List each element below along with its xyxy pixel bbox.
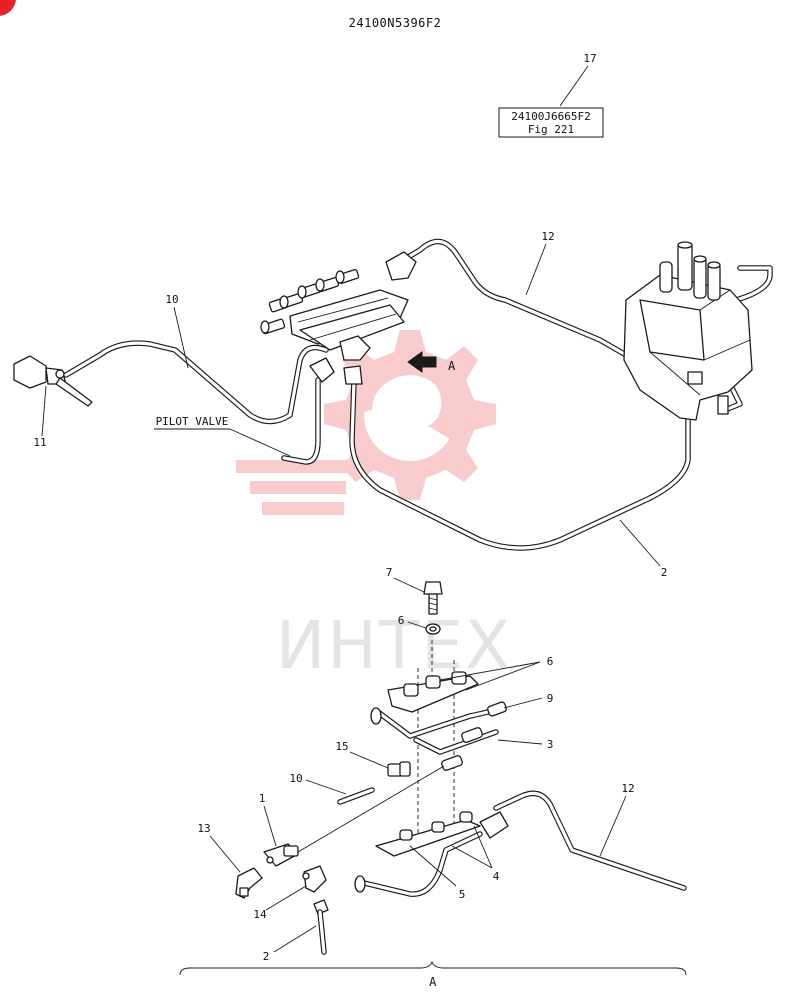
callout-10-bottom: 10 (289, 772, 302, 785)
leader-4a (473, 825, 493, 869)
callout-13: 13 (197, 822, 210, 835)
tube-2-bottom[interactable] (313, 899, 329, 955)
tube-sleeve (441, 755, 463, 771)
elbow-13[interactable] (235, 867, 263, 899)
watermark-stripe-3 (262, 502, 344, 515)
callout-6-washer: 6 (398, 614, 405, 627)
leader-13 (209, 835, 241, 873)
detail-bracket (179, 960, 687, 976)
clamp-plate-lower[interactable] (375, 811, 481, 857)
watermark-text: ИНТЕХ (276, 607, 512, 684)
reference-box[interactable]: 24100J6665F2 Fig 221 (498, 107, 604, 138)
callout-15: 15 (335, 740, 348, 753)
leader-pilot-valve (229, 428, 291, 457)
adaptor-15[interactable] (387, 761, 411, 777)
drawing-number: 24100N5396F2 (349, 16, 442, 30)
tee-fitting-1[interactable] (263, 765, 445, 867)
leader-9 (503, 697, 543, 709)
leader-17 (559, 65, 589, 107)
leader-2-top (619, 519, 661, 567)
callout-12-bottom: 12 (621, 782, 634, 795)
watermark-gear-hub (364, 369, 456, 461)
callout-2-bottom: 2 (263, 950, 270, 963)
reference-part-number: 24100J6665F2 (511, 110, 590, 123)
callout-4: 4 (493, 870, 500, 883)
view-arrow-a: A (407, 351, 456, 373)
reference-box-frame (498, 107, 604, 138)
connection-line-tee (297, 765, 445, 853)
washer-6[interactable] (425, 623, 441, 635)
callout-10-top: 10 (165, 293, 178, 306)
callout-7: 7 (386, 566, 393, 579)
callout-5: 5 (459, 888, 466, 901)
tube-4-nut (479, 811, 509, 839)
callout-6-clamp: 6 (547, 655, 554, 668)
watermark-logo: ИНТЕХ (236, 330, 512, 684)
pipe-12-bottom[interactable] (493, 790, 687, 891)
leader-6-washer (407, 621, 427, 629)
leader-6-clamp-b (465, 661, 541, 691)
callout-2-top: 2 (661, 566, 668, 579)
callout-3: 3 (547, 738, 554, 751)
leader-7 (393, 577, 425, 593)
watermark-stripe-1 (236, 460, 348, 473)
clamp-plate-upper[interactable] (387, 671, 479, 713)
leader-15 (349, 751, 389, 769)
tube-9-nut (487, 701, 507, 717)
leader-3 (497, 739, 543, 745)
tube-3-nut (461, 727, 483, 743)
leader-12-bottom (599, 795, 627, 857)
view-marker-a: A (448, 359, 456, 373)
leader-10-top (173, 306, 189, 369)
watermark-swoosh (355, 357, 464, 440)
fitting-manifold-top[interactable] (260, 251, 417, 385)
tube-4-end (354, 875, 366, 893)
leader-1 (263, 805, 277, 847)
callout-14: 14 (253, 908, 267, 921)
tube-9-end (370, 707, 382, 725)
callout-9: 9 (547, 692, 554, 705)
leader-14 (265, 885, 307, 911)
leader-4b (451, 845, 493, 869)
leader-5 (409, 845, 457, 887)
reference-figure: Fig 221 (528, 123, 574, 136)
control-valve[interactable] (623, 241, 753, 421)
leader-11 (41, 385, 47, 437)
leader-10-bottom (305, 779, 347, 795)
detail-marker-a: A (429, 975, 437, 989)
watermark-stripe-2 (250, 481, 346, 494)
pipe-pilot[interactable] (281, 377, 321, 465)
callout-11: 11 (33, 436, 46, 449)
leader-12-top (525, 243, 547, 296)
callout-17: 17 (583, 52, 596, 65)
label-pilot-valve: PILOT VALVE (156, 415, 229, 428)
bolt-7[interactable] (423, 581, 443, 615)
callout-1: 1 (259, 792, 266, 805)
leader-6-clamp-a (439, 661, 541, 681)
elbow-14[interactable] (302, 865, 327, 893)
pressure-switch[interactable] (13, 355, 93, 407)
corner-badge (0, 0, 16, 16)
leader-2-bottom (273, 925, 317, 953)
pipe-10-top[interactable] (63, 340, 329, 425)
callout-12-top: 12 (541, 230, 554, 243)
